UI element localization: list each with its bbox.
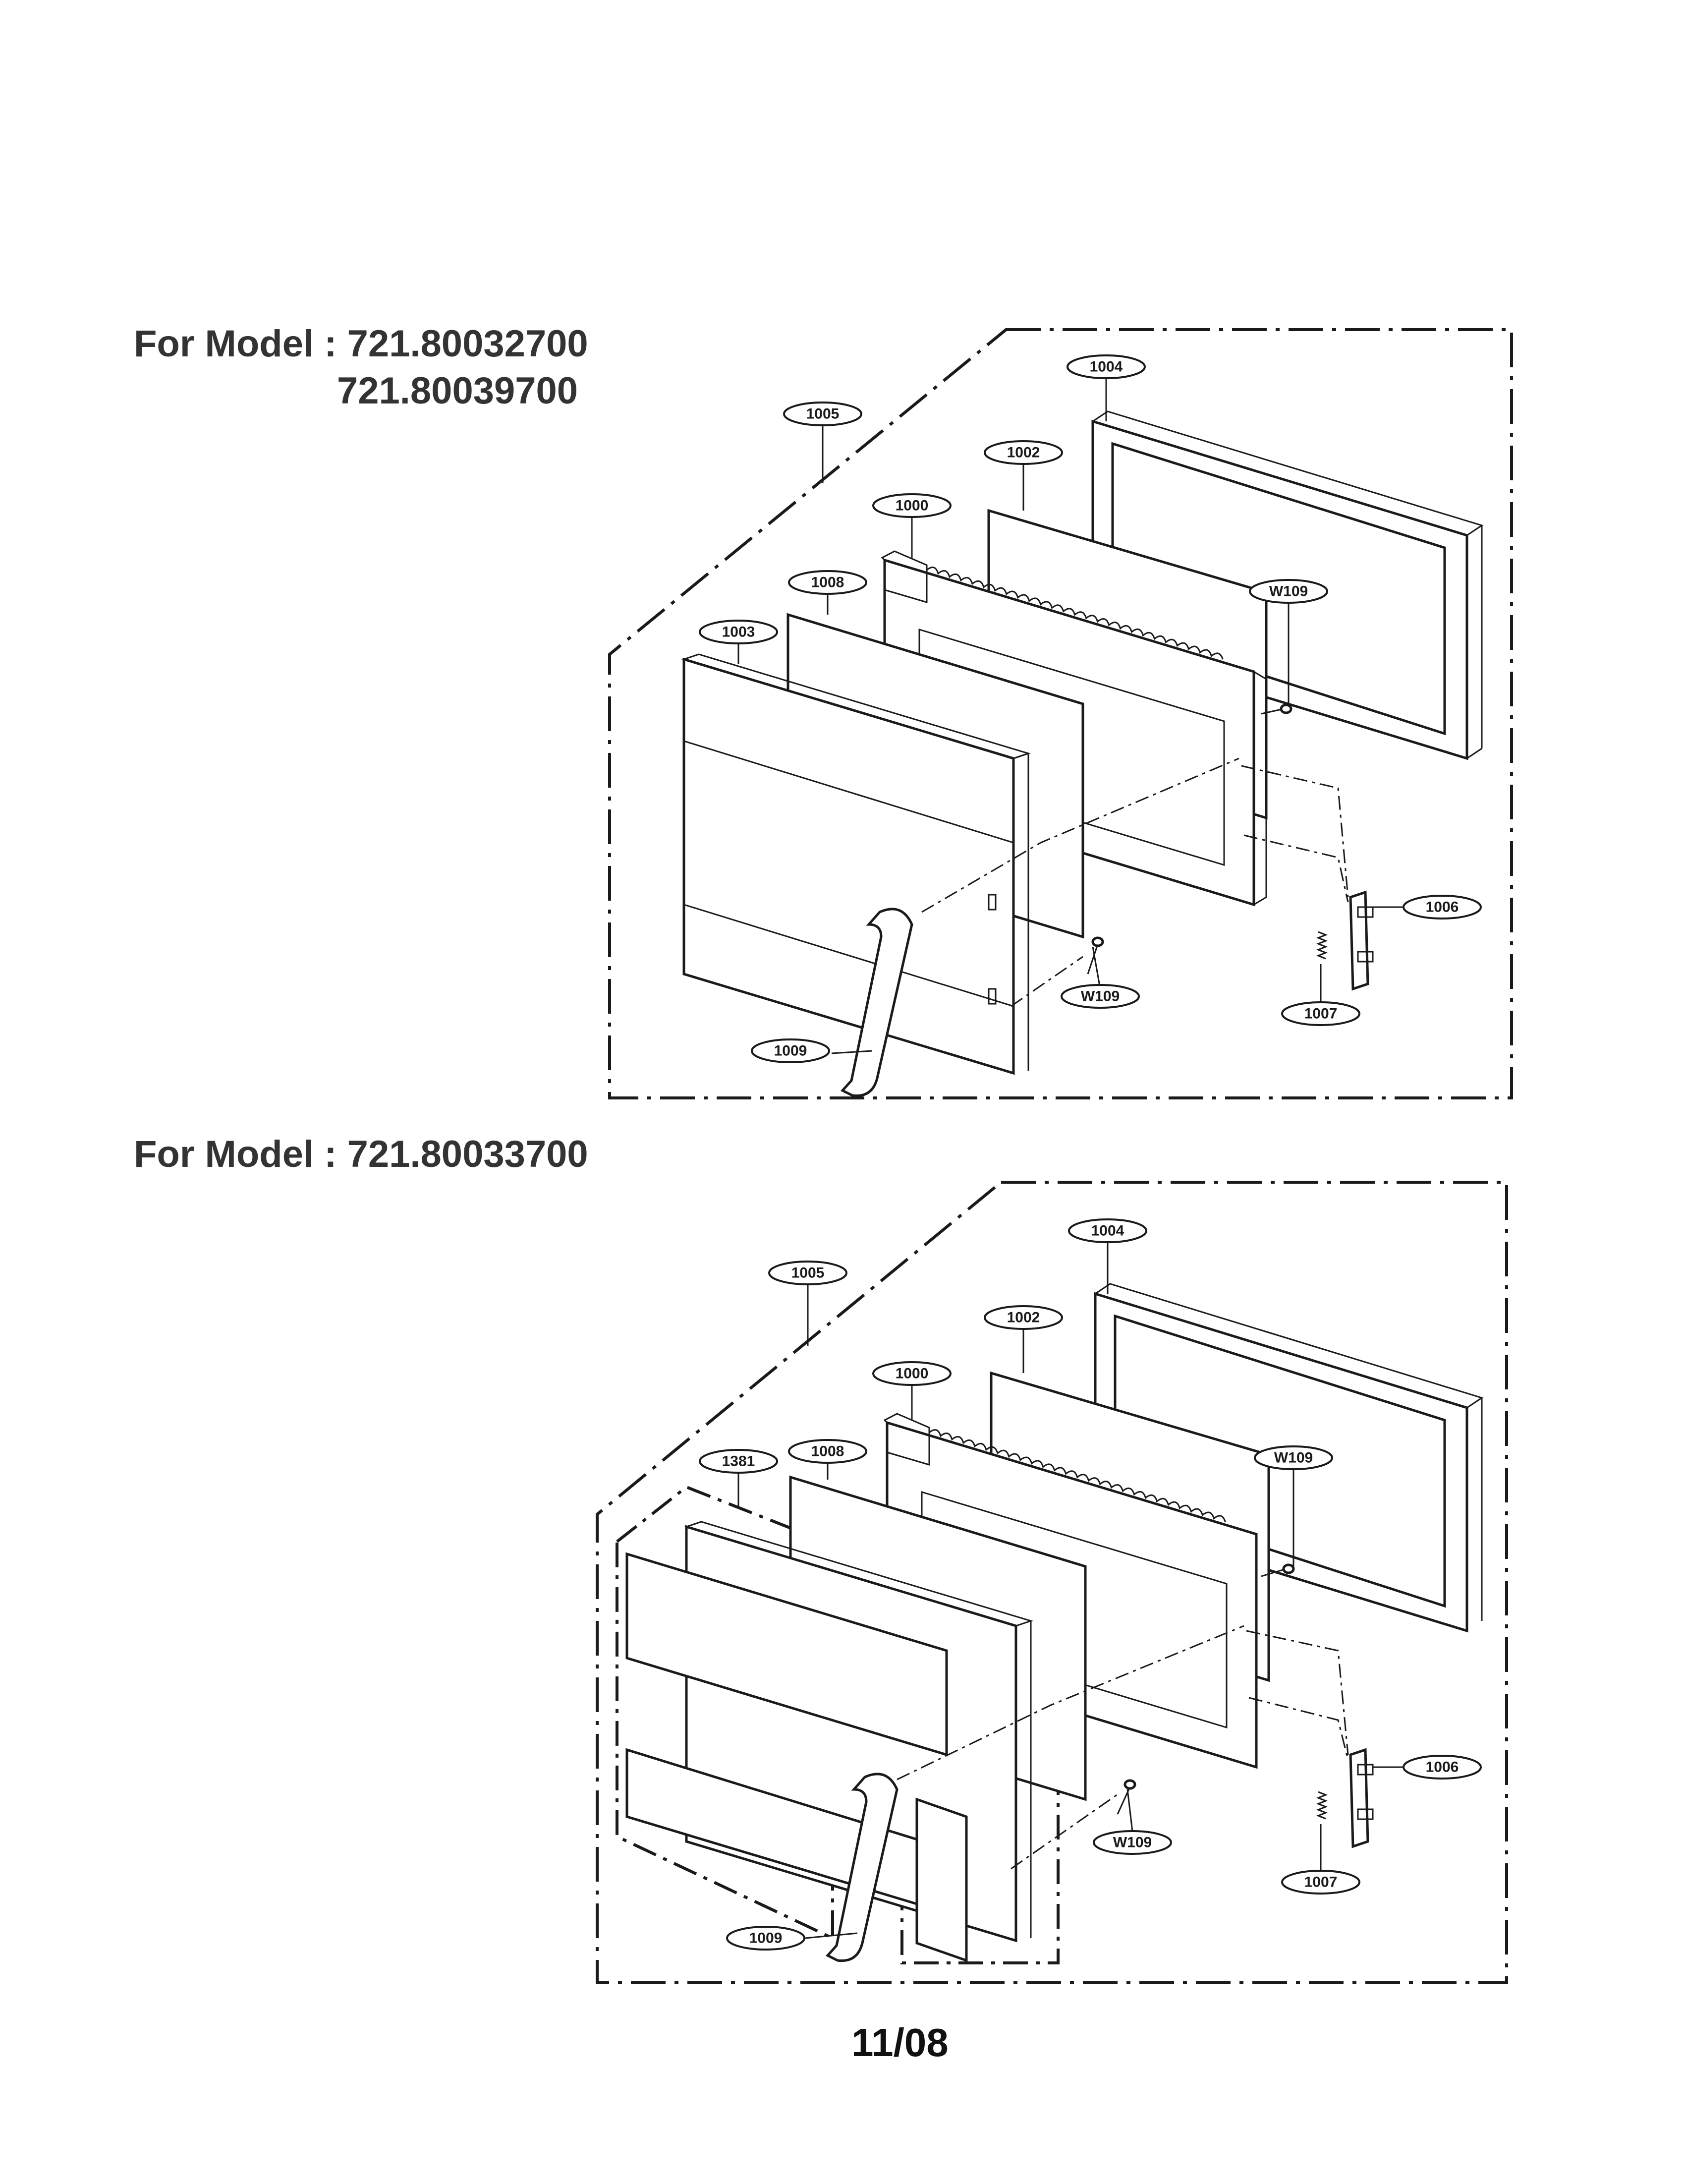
svg-text:1006: 1006 xyxy=(1426,899,1459,916)
part-1006-latch xyxy=(1349,890,1374,991)
svg-text:1006: 1006 xyxy=(1426,1759,1459,1776)
callout-w109-lower: W109 xyxy=(1093,1830,1172,1855)
svg-text:W109: W109 xyxy=(1274,1450,1313,1466)
svg-text:W109: W109 xyxy=(1269,583,1308,600)
svg-text:1000: 1000 xyxy=(896,1366,929,1382)
callout-1007: 1007 xyxy=(1281,1001,1360,1026)
callout-w109-lower: W109 xyxy=(1061,984,1140,1009)
model-heading-top: For Model : 721.80032700 xyxy=(134,323,588,365)
part-w109-screw-upper xyxy=(1261,703,1292,715)
callout-1009: 1009 xyxy=(751,1038,830,1063)
page-footer-date: 11/08 xyxy=(851,2020,949,2065)
svg-text:1004: 1004 xyxy=(1090,359,1123,375)
svg-text:1005: 1005 xyxy=(806,406,840,422)
svg-text:1007: 1007 xyxy=(1304,1874,1338,1891)
callout-1007: 1007 xyxy=(1281,1870,1360,1895)
part-w109-screw-upper xyxy=(1261,1563,1295,1577)
svg-text:1003: 1003 xyxy=(722,624,755,640)
svg-text:1002: 1002 xyxy=(1007,445,1040,461)
part-1381-trim xyxy=(915,1797,968,1962)
svg-text:1381: 1381 xyxy=(722,1453,755,1470)
svg-text:1005: 1005 xyxy=(791,1265,825,1281)
svg-text:1007: 1007 xyxy=(1304,1006,1338,1022)
callout-w109-upper: W109 xyxy=(1249,579,1328,604)
svg-text:1008: 1008 xyxy=(811,575,844,591)
callout-1000: 1000 xyxy=(872,493,952,518)
callout-1008: 1008 xyxy=(788,570,867,595)
part-w109-screw-lower xyxy=(1087,936,1104,975)
callout-1004: 1004 xyxy=(1067,354,1146,379)
callout-1381: 1381 xyxy=(699,1449,778,1474)
svg-text:1008: 1008 xyxy=(811,1443,844,1460)
part-1003-outer-door xyxy=(681,653,1031,1075)
part-1007-spring xyxy=(1316,931,1328,960)
svg-text:1004: 1004 xyxy=(1091,1223,1124,1239)
callout-1006: 1006 xyxy=(1403,1755,1482,1780)
svg-text:W109: W109 xyxy=(1081,988,1120,1005)
top-exploded-view: 1004 1005 1002 1000 1008 W109 1003 1006 … xyxy=(608,328,1513,1099)
callout-1005: 1005 xyxy=(768,1261,847,1285)
model-heading-bottom: For Model : 721.80033700 xyxy=(134,1133,588,1175)
callout-1002: 1002 xyxy=(984,1305,1063,1330)
callout-1000: 1000 xyxy=(872,1361,952,1386)
callout-1004: 1004 xyxy=(1068,1218,1147,1243)
bottom-exploded-view: 1004 1005 1002 1000 1381 1008 W109 1006 … xyxy=(596,1181,1508,1984)
callout-1006: 1006 xyxy=(1403,895,1482,920)
part-1007-spring xyxy=(1316,1791,1328,1820)
part-1006-latch xyxy=(1349,1748,1374,1848)
callout-w109-upper: W109 xyxy=(1254,1445,1333,1470)
svg-text:1009: 1009 xyxy=(774,1043,807,1059)
part-w109-screw-lower xyxy=(1117,1779,1136,1815)
callout-1008: 1008 xyxy=(788,1439,867,1464)
callout-1002: 1002 xyxy=(984,440,1063,465)
callout-1005: 1005 xyxy=(783,402,862,426)
svg-text:W109: W109 xyxy=(1113,1835,1152,1851)
assembly-frame-1005-bottom xyxy=(596,1181,1508,1984)
svg-text:1000: 1000 xyxy=(896,498,929,514)
svg-text:1002: 1002 xyxy=(1007,1310,1040,1326)
part-1009-handle xyxy=(840,908,913,1097)
assembly-frame-1005 xyxy=(608,328,1513,1099)
model-heading-top-second: 721.80039700 xyxy=(337,370,578,412)
svg-text:1009: 1009 xyxy=(749,1930,783,1947)
part-1009-handle xyxy=(825,1773,899,1962)
callout-1009: 1009 xyxy=(726,1926,805,1951)
callout-1003: 1003 xyxy=(699,620,778,644)
